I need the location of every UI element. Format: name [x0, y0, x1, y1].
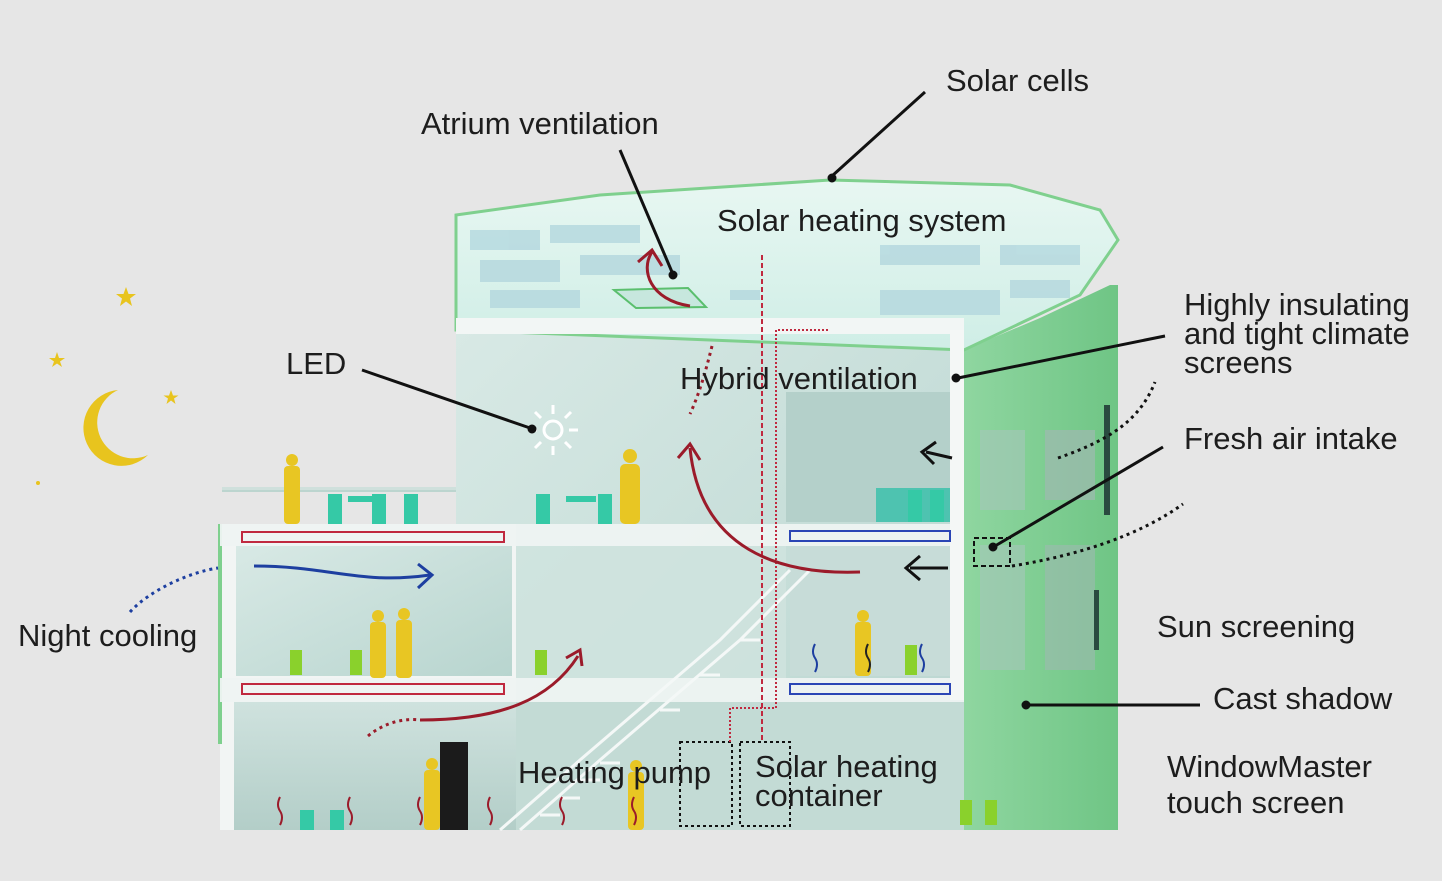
person-silhouette-icon	[424, 758, 440, 830]
label-led: LED	[286, 346, 347, 381]
warm-air-arrowhead	[676, 441, 702, 461]
leader-highly-insulating	[957, 334, 1166, 380]
roof-skylight	[611, 286, 709, 310]
slab-2nd-floor	[220, 524, 964, 546]
star-icon	[116, 287, 136, 306]
star-icon	[49, 352, 65, 367]
fresh-air-arrowhead	[903, 554, 921, 582]
facade-window	[980, 430, 1025, 510]
duct-blue-upper	[789, 530, 951, 542]
duct-red-upper	[241, 531, 505, 543]
night-cooling-arrow	[253, 564, 431, 580]
leader-fresh-air-intake	[994, 445, 1164, 548]
leader-led	[361, 368, 531, 430]
solar-container-box	[739, 741, 791, 827]
people	[284, 449, 871, 830]
warm-air-arrowhead	[565, 647, 584, 667]
person-silhouette-icon	[370, 610, 386, 678]
label-cast-shadow: Cast shadow	[1213, 681, 1393, 716]
label-hybrid-ventilation: Hybrid ventilation	[680, 361, 918, 396]
furniture-green	[290, 645, 997, 825]
facade-window	[1045, 545, 1095, 670]
label-solar-heating-container: Solar heating container	[755, 749, 938, 813]
leader-solar-cells	[830, 90, 927, 178]
warm-air-arrowhead	[637, 247, 664, 267]
doorway	[440, 742, 468, 830]
person-silhouette-icon	[620, 449, 640, 524]
duct-red-lower	[241, 683, 505, 695]
duct-blue-lower	[789, 683, 951, 695]
atrium-glass	[516, 546, 786, 678]
star-icon	[163, 390, 179, 404]
leader-lines	[361, 90, 1200, 710]
person-silhouette-icon	[855, 610, 871, 676]
night-sky	[36, 287, 179, 485]
label-windowmaster: WindowMaster touch screen	[1167, 749, 1372, 820]
staircase	[499, 568, 812, 832]
label-sun-screening: Sun screening	[1157, 609, 1356, 644]
airflow	[128, 247, 1184, 826]
heating-pump-box	[679, 741, 733, 827]
furniture	[300, 490, 944, 830]
facade-slot	[1104, 405, 1110, 515]
hybrid-air-arrow	[925, 450, 953, 460]
outside-air-dotted	[1057, 381, 1157, 460]
warm-air-dotted-ground	[367, 718, 421, 738]
label-solar-heating-system: Solar heating system	[717, 203, 1007, 238]
facade-window	[980, 545, 1025, 670]
person-silhouette-icon	[284, 454, 300, 524]
warm-air-dotted	[688, 345, 714, 415]
building	[218, 178, 1120, 832]
warm-air-arrow-ground	[419, 655, 580, 722]
floor-heating-arrows	[277, 643, 925, 826]
green-facade	[964, 285, 1118, 830]
person-silhouette-icon	[628, 760, 644, 830]
hybrid-air-arrowhead	[919, 440, 937, 466]
left-room-lower	[234, 702, 516, 830]
fresh-air-grille	[973, 537, 1011, 567]
label-night-cooling: Night cooling	[18, 618, 198, 653]
terrace-railing	[222, 487, 456, 491]
facade-slot	[1094, 590, 1099, 650]
roof-edge	[456, 318, 964, 334]
solar-panels	[470, 225, 1080, 315]
label-atrium-ventilation: Atrium ventilation	[421, 106, 659, 141]
facade-window	[1045, 430, 1095, 500]
night-cooling-arrowhead	[416, 562, 435, 590]
atrium-lower	[516, 702, 964, 830]
solar-pipe-branch	[729, 329, 828, 742]
person-silhouette-icon	[396, 608, 412, 678]
leader-atrium-ventilation	[618, 149, 674, 273]
slab-1st-floor	[220, 678, 964, 702]
left-facade-edge	[218, 524, 222, 744]
right-column	[950, 330, 964, 700]
label-highly-insulating: Highly insulating and tight climate scre…	[1184, 287, 1410, 380]
star-icon	[36, 481, 40, 485]
warm-air-arrow	[645, 251, 691, 308]
night-cooling-dotted	[128, 566, 219, 614]
label-heating-pump: Heating pump	[518, 755, 712, 790]
moon-icon	[83, 390, 148, 466]
warm-air-arrow-atrium	[688, 447, 861, 574]
label-fresh-air-intake: Fresh air intake	[1184, 421, 1398, 456]
label-solar-cells: Solar cells	[946, 63, 1089, 98]
